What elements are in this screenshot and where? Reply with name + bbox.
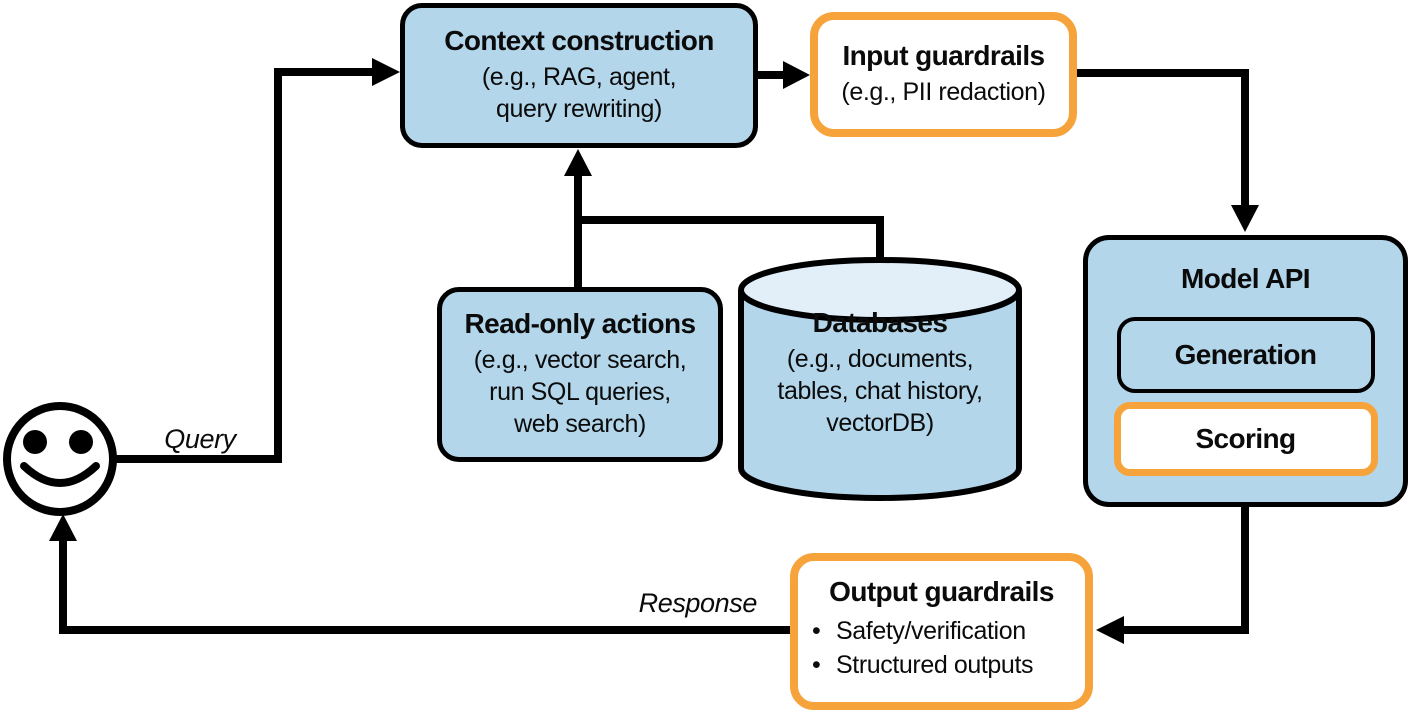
response-connector: [59, 540, 790, 634]
query-arrowhead-icon: [372, 58, 400, 86]
generation-node[interactable]: Generation: [1116, 316, 1375, 393]
read-only-actions-subtitle: (e.g., vector search, run SQL queries, w…: [473, 345, 687, 438]
smiley-right-eye: [69, 430, 93, 454]
output-guardrails-node[interactable]: Output guardrails • Safety/verification …: [790, 553, 1093, 710]
generation-label: Generation: [1174, 338, 1317, 370]
databases-subtitle: (e.g., documents, tables, chat history, …: [777, 344, 983, 437]
bullet-icon: •: [812, 650, 821, 679]
output-guardrails-bullet-list: • Safety/verification • Structured outpu…: [798, 614, 1085, 682]
database-cylinder-top: [738, 257, 1022, 323]
context-construction-title: Context construction: [444, 25, 714, 57]
response-flow-label: Response: [638, 588, 758, 618]
model-to-output-connector: [1122, 507, 1249, 634]
smiley-left-eye: [23, 430, 47, 454]
user-smiley-icon: [3, 402, 117, 516]
query-flow-label: Query: [164, 424, 236, 454]
databases-node[interactable]: Databases (e.g., documents, tables, chat…: [741, 307, 1019, 439]
scoring-node[interactable]: Scoring: [1113, 401, 1378, 476]
bullet-item-safety: • Safety/verification: [812, 614, 1085, 648]
databases-title: Databases: [812, 307, 948, 338]
response-arrowhead-icon: [49, 514, 77, 541]
bullet-item-structured-label: Structured outputs: [836, 650, 1034, 679]
input-to-model-connector: [1077, 69, 1249, 207]
model-to-output-arrowhead-icon: [1096, 616, 1124, 644]
input-to-model-arrowhead-icon: [1231, 205, 1259, 232]
bullet-item-structured: • Structured outputs: [812, 648, 1085, 682]
read-only-actions-node[interactable]: Read-only actions (e.g., vector search, …: [437, 287, 723, 462]
smiley-mouth: [20, 462, 100, 487]
smiley-face: [3, 402, 117, 516]
readonly-to-context-arrowhead-icon: [564, 149, 592, 176]
bullet-icon: •: [812, 616, 821, 645]
query-connector: [113, 68, 374, 463]
scoring-label: Scoring: [1195, 422, 1296, 454]
model-api-node[interactable]: Model API Generation Scoring: [1083, 235, 1408, 507]
context-construction-subtitle: (e.g., RAG, agent, query rewriting): [481, 62, 677, 123]
context-to-input-arrowhead-icon: [783, 61, 810, 89]
output-guardrails-title: Output guardrails: [829, 576, 1054, 607]
context-construction-node[interactable]: Context construction (e.g., RAG, agent, …: [400, 3, 758, 148]
read-only-actions-title: Read-only actions: [464, 308, 697, 340]
input-guardrails-subtitle: (e.g., PII redaction): [841, 77, 1046, 106]
databases-junction-connector: [578, 216, 884, 264]
input-guardrails-node[interactable]: Input guardrails (e.g., PII redaction): [810, 12, 1077, 137]
bullet-item-safety-label: Safety/verification: [836, 616, 1026, 645]
model-api-title: Model API: [1181, 263, 1311, 294]
database-cylinder-body: [738, 290, 1022, 501]
database-cylinder-icon: [738, 257, 1022, 501]
input-guardrails-title: Input guardrails: [842, 40, 1046, 72]
